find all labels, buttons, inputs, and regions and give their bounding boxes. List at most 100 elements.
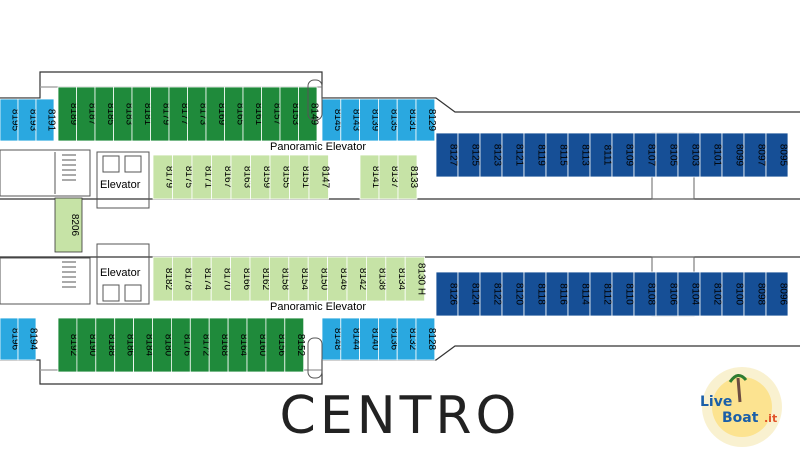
cabin-8166[interactable]: 8166 — [230, 256, 252, 302]
cabin-8116[interactable]: 8116 — [545, 271, 569, 317]
cabin-8195[interactable]: 8195 — [0, 98, 21, 142]
cabin-8190[interactable]: 8190 — [76, 317, 98, 373]
cabin-8182[interactable]: 8182 — [152, 256, 174, 302]
cabin-8126[interactable]: 8126 — [435, 271, 459, 317]
cabin-8138[interactable]: 8138 — [365, 256, 388, 302]
cabin-8189[interactable]: 8189 — [57, 86, 79, 142]
cabin-8184[interactable]: 8184 — [133, 317, 155, 373]
cabin-8118[interactable]: 8118 — [523, 271, 547, 317]
cabin-8136[interactable]: 8136 — [377, 317, 399, 361]
cabin-8095[interactable]: 8095 — [765, 132, 789, 178]
cabin-8174[interactable]: 8174 — [191, 256, 213, 302]
cabin-8123[interactable]: 8123 — [479, 132, 503, 178]
cabin-8160[interactable]: 8160 — [246, 317, 268, 373]
cabin-8153[interactable]: 8153 — [279, 86, 301, 142]
cabin-8143[interactable]: 8143 — [340, 98, 362, 142]
cabin-8142[interactable]: 8142 — [346, 256, 368, 302]
cabin-8113[interactable]: 8113 — [567, 132, 591, 178]
cabin-8169[interactable]: 8169 — [205, 86, 227, 142]
cabin-8196[interactable]: 8196 — [0, 317, 21, 361]
cabin-8119[interactable]: 8119 — [523, 132, 547, 178]
cabin-8105[interactable]: 8105 — [655, 132, 679, 178]
cabin-8110[interactable]: 8110 — [611, 271, 635, 317]
cabin-8154[interactable]: 8154 — [288, 256, 310, 302]
cabin-8132[interactable]: 8132 — [396, 317, 418, 361]
cabin-8194[interactable]: 8194 — [17, 317, 39, 361]
cabin-8131[interactable]: 8131 — [396, 98, 418, 142]
cabin-8191[interactable]: 8191 — [35, 98, 57, 142]
cabin-8109[interactable]: 8109 — [611, 132, 635, 178]
cabin-8163[interactable]: 8163 — [230, 154, 252, 200]
cabin-8159[interactable]: 8159 — [250, 154, 272, 200]
cabin-8157[interactable]: 8157 — [261, 86, 283, 142]
cabin-8149[interactable]: 8149 — [298, 86, 320, 142]
cabin-8130-H[interactable]: 8130 H — [404, 256, 426, 302]
cabin-8134[interactable]: 8134 — [385, 256, 407, 302]
cabin-8188[interactable]: 8188 — [95, 317, 117, 373]
cabin-8180[interactable]: 8180 — [152, 317, 174, 373]
cabin-8099[interactable]: 8099 — [721, 132, 745, 178]
cabin-8120[interactable]: 8120 — [501, 271, 525, 317]
cabin-8111[interactable]: 8111 — [589, 132, 613, 178]
cabin-8179[interactable]: 8179 — [150, 86, 172, 142]
cabin-8168[interactable]: 8168 — [208, 317, 230, 373]
cabin-8158[interactable]: 8158 — [268, 256, 291, 302]
cabin-8096[interactable]: 8096 — [765, 271, 789, 317]
cabin-8146[interactable]: 8146 — [327, 256, 349, 302]
cabin-8125[interactable]: 8125 — [457, 132, 481, 178]
cabin-8141[interactable]: 8141 — [359, 154, 381, 200]
cabin-8098[interactable]: 8098 — [743, 271, 767, 317]
cabin-8140[interactable]: 8140 — [359, 317, 381, 361]
cabin-8193[interactable]: 8193 — [17, 98, 39, 142]
cabin-8156[interactable]: 8156 — [265, 317, 287, 373]
cabin-8187[interactable]: 8187 — [76, 86, 98, 142]
cabin-8101[interactable]: 8101 — [699, 132, 723, 178]
cabin-8107[interactable]: 8107 — [633, 132, 657, 178]
cabin-8179[interactable]: 8179 — [152, 154, 174, 200]
cabin-8102[interactable]: 8102 — [699, 271, 723, 317]
cabin-8152[interactable]: 8152 — [284, 317, 306, 373]
cabin-8135[interactable]: 8135 — [377, 98, 399, 142]
cabin-8173[interactable]: 8173 — [187, 86, 209, 142]
cabin-8097[interactable]: 8097 — [743, 132, 767, 178]
cabin-8185[interactable]: 8185 — [94, 86, 116, 142]
cabin-8181[interactable]: 8181 — [131, 86, 153, 142]
cabin-8177[interactable]: 8177 — [168, 86, 190, 142]
cabin-8170[interactable]: 8170 — [210, 256, 232, 302]
cabin-8121[interactable]: 8121 — [501, 132, 525, 178]
cabin-8144[interactable]: 8144 — [340, 317, 362, 361]
cabin-8176[interactable]: 8176 — [170, 317, 192, 373]
cabin-8122[interactable]: 8122 — [479, 271, 503, 317]
cabin-8150[interactable]: 8150 — [307, 256, 329, 302]
cabin-8139[interactable]: 8139 — [359, 98, 381, 142]
cabin-8186[interactable]: 8186 — [114, 317, 136, 373]
cabin-8100[interactable]: 8100 — [721, 271, 745, 317]
cabin-8104[interactable]: 8104 — [677, 271, 701, 317]
cabin-8172[interactable]: 8172 — [189, 317, 211, 373]
cabin-8108[interactable]: 8108 — [633, 271, 657, 317]
cabin-8206[interactable]: 8206 — [54, 197, 83, 253]
cabin-8115[interactable]: 8115 — [545, 132, 569, 178]
cabin-8103[interactable]: 8103 — [677, 132, 701, 178]
cabin-8171[interactable]: 8171 — [191, 154, 213, 200]
cabin-8167[interactable]: 8167 — [211, 154, 233, 200]
cabin-8178[interactable]: 8178 — [171, 256, 194, 302]
cabin-8129[interactable]: 8129 — [415, 98, 437, 142]
cabin-8148[interactable]: 8148 — [321, 317, 343, 361]
cabin-8133[interactable]: 8133 — [397, 154, 419, 200]
cabin-8162[interactable]: 8162 — [249, 256, 271, 302]
cabin-8192[interactable]: 8192 — [57, 317, 79, 373]
cabin-8165[interactable]: 8165 — [224, 86, 246, 142]
cabin-8161[interactable]: 8161 — [242, 86, 264, 142]
cabin-8114[interactable]: 8114 — [567, 271, 591, 317]
cabin-8145[interactable]: 8145 — [321, 98, 343, 142]
cabin-8147[interactable]: 8147 — [308, 154, 330, 200]
cabin-8175[interactable]: 8175 — [172, 154, 194, 200]
cabin-8124[interactable]: 8124 — [457, 271, 481, 317]
cabin-8127[interactable]: 8127 — [435, 132, 459, 178]
cabin-8106[interactable]: 8106 — [655, 271, 679, 317]
cabin-8112[interactable]: 8112 — [589, 271, 613, 317]
cabin-8183[interactable]: 8183 — [113, 86, 135, 142]
cabin-8151[interactable]: 8151 — [289, 154, 311, 200]
cabin-8128[interactable]: 8128 — [415, 317, 437, 361]
